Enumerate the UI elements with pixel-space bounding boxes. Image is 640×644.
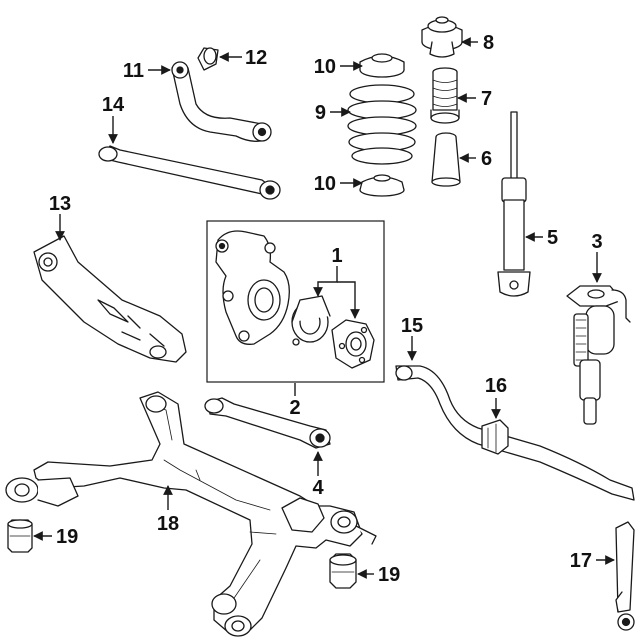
lower-control-arm	[33, 235, 187, 363]
callout-16: 16	[485, 375, 507, 397]
stabilizer-link	[615, 521, 635, 631]
callout-5: 5	[547, 227, 558, 249]
callout-10-lower: 10	[314, 173, 336, 195]
callout-1: 1	[331, 245, 342, 267]
lower-spring-insulator	[359, 174, 405, 197]
callout-13: 13	[49, 193, 71, 215]
stabilizer-bushing	[481, 419, 509, 455]
upper-control-arm	[171, 61, 272, 142]
lower-lateral-link	[204, 397, 331, 449]
callout-9: 9	[315, 102, 326, 124]
dust-boot	[431, 132, 461, 187]
upper-strut-mount	[421, 16, 463, 58]
subframe-bushing-left	[7, 519, 33, 553]
callout-labels: 1 2 3 4 5 6 7 8 9 10 10 11 12 13 14 15 1…	[49, 32, 603, 586]
callout-11: 11	[123, 60, 144, 82]
knuckle-hub-group-box	[206, 220, 385, 383]
callout-4: 4	[312, 477, 324, 499]
callout-17: 17	[570, 550, 592, 572]
callout-3: 3	[591, 231, 602, 253]
leader-lines	[33, 37, 615, 579]
trailing-link	[98, 145, 281, 200]
subframe-bushing-right	[329, 553, 357, 589]
callout-14: 14	[102, 94, 125, 116]
callout-6: 6	[481, 148, 492, 170]
callout-15: 15	[401, 315, 423, 337]
callout-19-left: 19	[56, 526, 78, 548]
bump-stop	[430, 67, 460, 124]
callout-7: 7	[481, 88, 492, 110]
coil-spring	[347, 84, 417, 165]
callout-2: 2	[289, 397, 300, 419]
callout-19-right: 19	[378, 564, 400, 586]
callout-18: 18	[157, 513, 179, 535]
stabilizer-bar	[395, 365, 635, 501]
hub-bearing	[291, 295, 331, 346]
callout-8: 8	[483, 32, 494, 54]
upper-arm-bushing	[197, 47, 219, 71]
steering-knuckle	[215, 230, 290, 345]
upper-spring-insulator	[359, 53, 405, 78]
rear-subframe	[5, 391, 377, 637]
wheel-hub	[331, 319, 375, 369]
callout-12: 12	[245, 47, 267, 69]
shock-absorber	[497, 111, 531, 297]
air-suspension-strut	[566, 285, 631, 425]
callout-10-upper: 10	[314, 56, 336, 78]
